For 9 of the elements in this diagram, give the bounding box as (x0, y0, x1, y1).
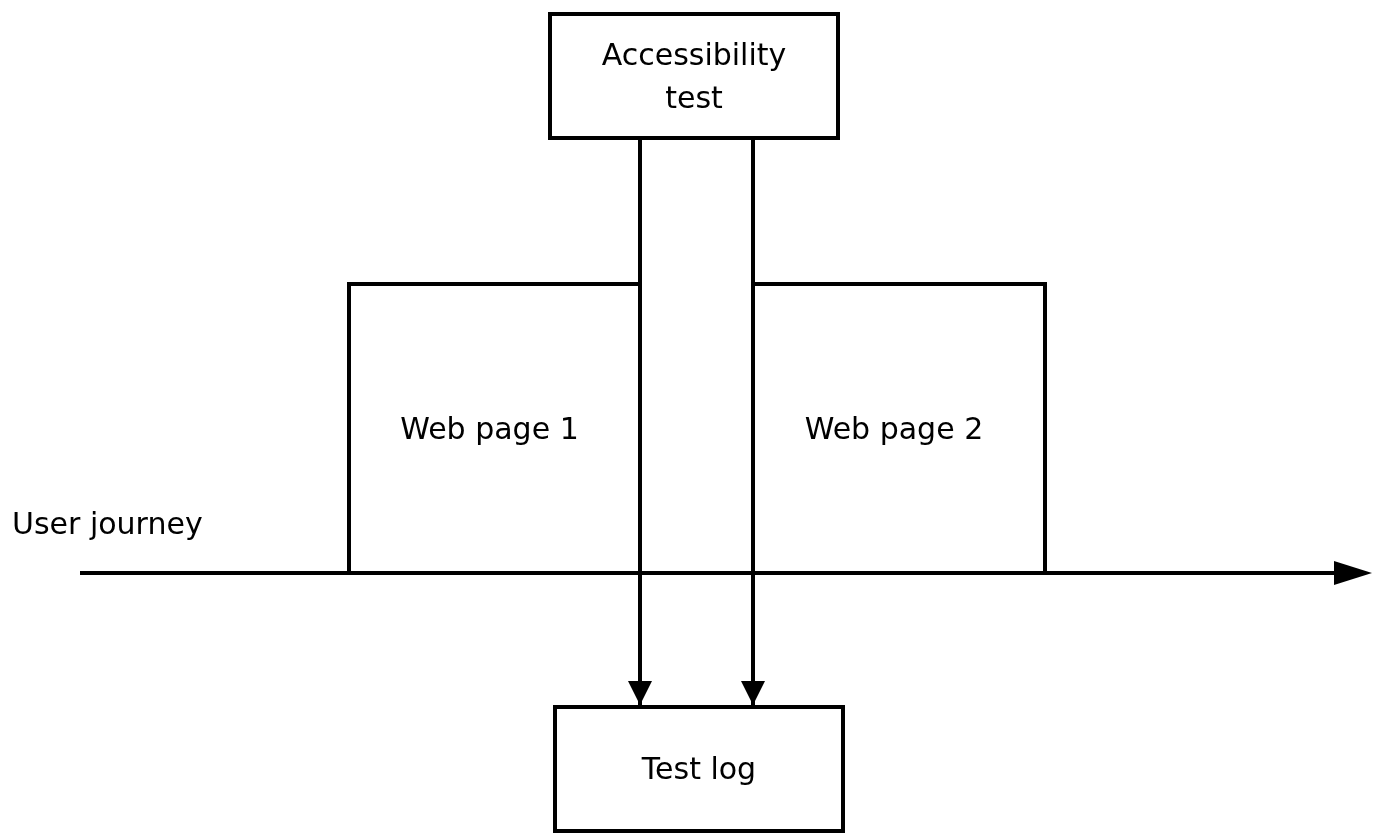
box-label: Accessibility test (600, 35, 788, 117)
process-box (553, 705, 845, 833)
box-label: Test log (641, 750, 757, 789)
arrow (628, 140, 652, 705)
arrow (741, 140, 765, 705)
timeline-label: User journey (12, 506, 203, 541)
process-box (548, 12, 840, 140)
box-label: Web page 1 (400, 409, 579, 448)
box-label: Web page 2 (804, 409, 984, 448)
